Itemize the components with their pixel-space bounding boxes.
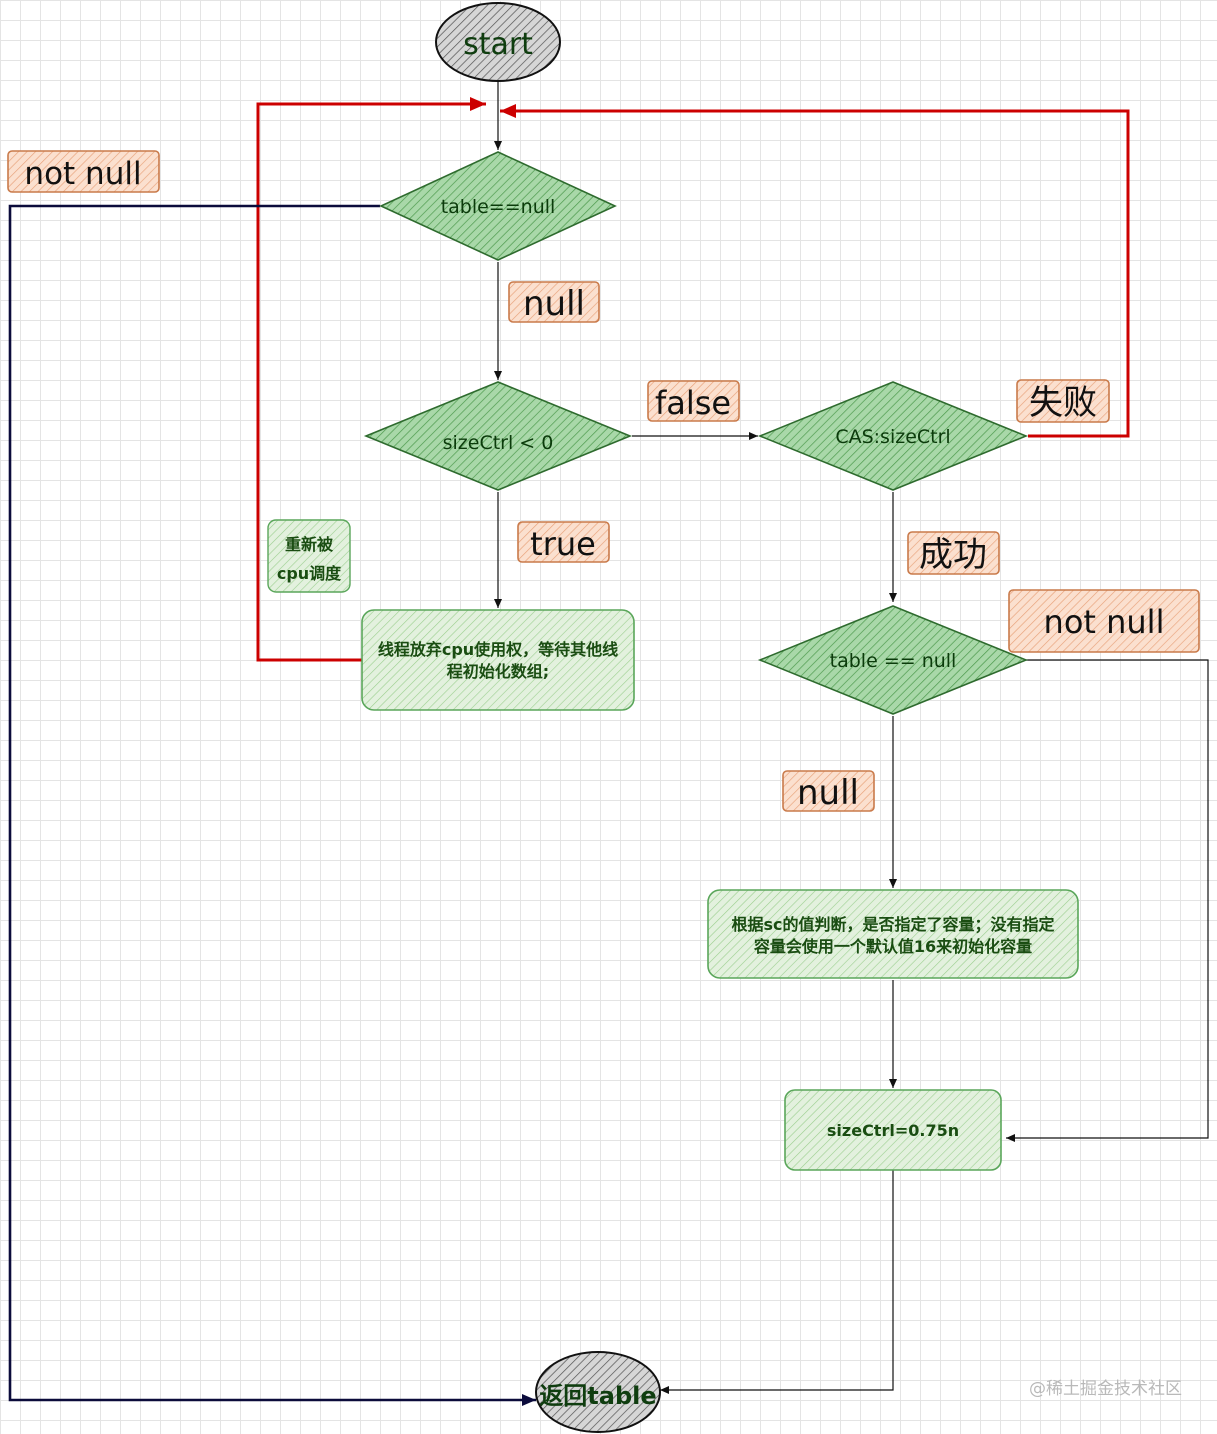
svg-text:not null: not null — [24, 156, 141, 192]
decision-cas-label: CAS:sizeCtrl — [835, 426, 950, 448]
process-init-line-2: 容量会使用一个默认值16来初始化容量 — [753, 937, 1032, 956]
label-true: true — [517, 521, 610, 563]
start-label: start — [463, 27, 533, 62]
watermark: @稀土掘金技术社区 — [1029, 1379, 1182, 1399]
label-null-1: null — [508, 281, 600, 324]
svg-text:null: null — [797, 773, 859, 813]
process-init-capacity: 根据sc的值判断，是否指定了容量；没有指定 容量会使用一个默认值16来初始化容量 — [707, 889, 1079, 979]
process-sizectrl-assign: sizeCtrl=0.75n — [784, 1089, 1002, 1171]
decision-table-null: table==null — [379, 151, 617, 261]
svg-text:成功: 成功 — [919, 535, 987, 575]
return-node: 返回table — [535, 1351, 661, 1433]
svg-text:true: true — [530, 525, 596, 563]
svg-text:not null: not null — [1044, 603, 1165, 641]
edge-cas-fail-loop-red — [500, 104, 1130, 438]
label-not-null-left: not null — [7, 150, 160, 193]
process-yield-line-2: 程初始化数组; — [447, 662, 549, 681]
edge-yield-loop-red — [256, 97, 486, 662]
label-success: 成功 — [907, 531, 1000, 575]
edge-check-notnull-to-return — [8, 204, 536, 1406]
svg-text:false: false — [655, 384, 731, 422]
edge-assign-to-return — [660, 1170, 894, 1394]
start-node: start — [435, 2, 561, 82]
svg-text:失败: 失败 — [1029, 383, 1097, 423]
decision-sizectrl-label: sizeCtrl < 0 — [443, 432, 554, 454]
process-yield-line-1: 线程放弃cpu使用权，等待其他线 — [378, 640, 618, 659]
return-label: 返回table — [539, 1382, 656, 1410]
process-init-line-1: 根据sc的值判断，是否指定了容量；没有指定 — [731, 915, 1054, 934]
decision-table-null-2: table == null — [757, 605, 1029, 715]
process-assign-label: sizeCtrl=0.75n — [827, 1121, 959, 1140]
label-false: false — [647, 380, 740, 422]
label-null-2: null — [782, 770, 875, 813]
note-reschedule: 重新被 cpu调度 — [267, 519, 351, 593]
note-reschedule-line-2: cpu调度 — [277, 564, 342, 583]
connectors — [8, 82, 1209, 1406]
svg-text:null: null — [523, 284, 585, 324]
decision-table-null-2-label: table == null — [830, 650, 957, 672]
label-not-null-right: not null — [1008, 589, 1200, 653]
decision-sizectrl: sizeCtrl < 0 — [363, 381, 633, 491]
note-reschedule-line-1: 重新被 — [285, 535, 334, 554]
process-yield-cpu: 线程放弃cpu使用权，等待其他线 程初始化数组; — [361, 609, 635, 711]
edge-check2-notnull-to-assign — [1006, 659, 1209, 1142]
decision-cas-sizectrl: CAS:sizeCtrl — [757, 381, 1029, 491]
decision-table-null-label: table==null — [441, 196, 556, 218]
label-fail: 失败 — [1016, 379, 1110, 423]
